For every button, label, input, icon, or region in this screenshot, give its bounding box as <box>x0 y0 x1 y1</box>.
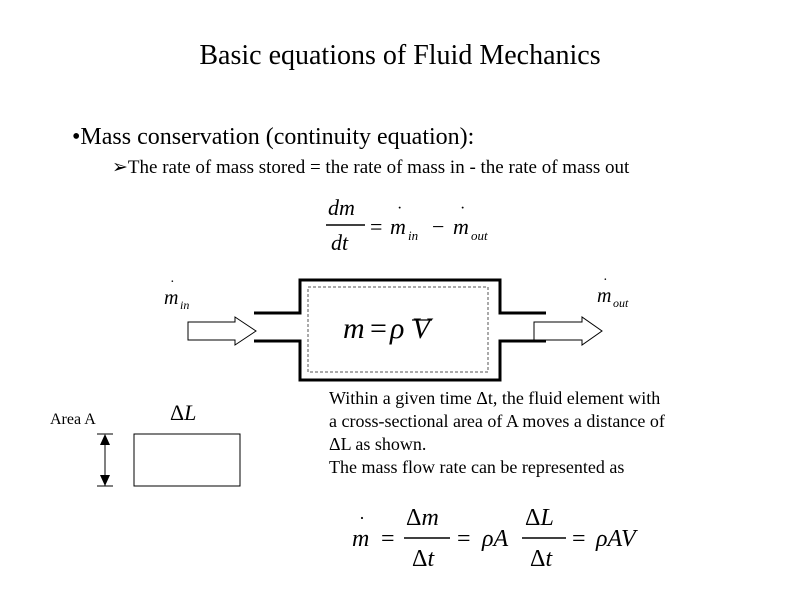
subbullet-rate-statement: ➢The rate of mass stored = the rate of m… <box>112 156 629 179</box>
control-volume-upper-wall <box>254 278 546 315</box>
eq-bottom-frac2-den: Δt <box>530 546 553 572</box>
description-line: Within a given time Δt, the fluid elemen… <box>329 388 661 408</box>
bullet-marker: • <box>72 124 81 150</box>
eq-bottom-eq2: = <box>457 526 471 552</box>
eq-bottom-rhoAV: ρAV <box>595 526 638 552</box>
eq-bottom-frac2-num: ΔL <box>525 505 554 531</box>
bullet-mass-conservation: •Mass conservation (continuity equation)… <box>72 124 474 151</box>
arrow-bullet-icon: ➢ <box>112 157 128 178</box>
subbullet-text: The rate of mass stored = the rate of ma… <box>127 157 630 178</box>
arrow-up-icon <box>100 434 110 445</box>
dot-icon: · <box>397 200 402 217</box>
control-volume-boundary <box>307 286 489 373</box>
outlet-m: m <box>597 285 611 307</box>
center-rho: ρ <box>389 312 404 345</box>
arrow-down-icon <box>100 475 110 486</box>
dot-icon: · <box>603 273 608 288</box>
description-paragraph: Within a given time Δt, the fluid elemen… <box>329 387 665 479</box>
center-m: m <box>343 312 365 345</box>
control-volume-lower-wall <box>254 339 546 382</box>
eq-top-minus: − <box>432 214 444 239</box>
eq-top-equals: = <box>370 214 382 239</box>
description-line: ΔL as shown. <box>329 434 427 454</box>
eq-top-dm: dm <box>328 195 355 220</box>
dot-icon: · <box>170 275 175 290</box>
delta-L-label: ΔL <box>170 400 196 425</box>
center-V: V <box>412 312 434 345</box>
dot-icon: · <box>359 508 365 528</box>
inlet-m: m <box>164 287 178 309</box>
eq-top-m-in-sub: in <box>408 228 418 243</box>
eq-bottom-eq3: = <box>572 526 586 552</box>
center-eq: = <box>370 312 387 345</box>
slide-title: Basic equations of Fluid Mechanics <box>199 40 601 71</box>
eq-top-dt: dt <box>331 230 349 255</box>
eq-bottom-frac1-num: Δm <box>406 505 439 531</box>
dot-icon: · <box>460 200 465 217</box>
description-line: The mass flow rate can be represented as <box>329 457 625 477</box>
center-mass-equation: m = ρ V <box>343 312 434 345</box>
description-line: a cross-sectional area of A moves a dist… <box>329 411 665 431</box>
eq-top-m-out-sub: out <box>471 228 488 243</box>
eq-bottom-eq1: = <box>381 526 395 552</box>
mass-flow-rate-equation: m · = Δm Δt = ρA ΔL Δt = ρAV <box>352 505 638 572</box>
inlet-sub: in <box>180 298 189 312</box>
fluid-element-diagram: Area A ΔL <box>50 400 241 487</box>
eq-bottom-mdot: m <box>352 526 369 552</box>
inlet-arrow-icon <box>187 316 257 346</box>
area-label: Area A <box>50 411 96 428</box>
outlet-sub: out <box>613 296 629 310</box>
eq-top-m-out: m <box>453 214 469 239</box>
outlet-label: m · out <box>597 273 629 310</box>
eq-top-m-in: m <box>390 214 406 239</box>
continuity-equation: dm dt = m · in − m · out <box>326 195 488 255</box>
bullet-text: Mass conservation (continuity equation): <box>80 124 475 150</box>
inlet-label: m · in <box>164 275 189 312</box>
eq-bottom-rhoA: ρA <box>481 526 509 552</box>
fluid-element-box <box>133 433 241 487</box>
eq-bottom-frac1-den: Δt <box>412 546 435 572</box>
